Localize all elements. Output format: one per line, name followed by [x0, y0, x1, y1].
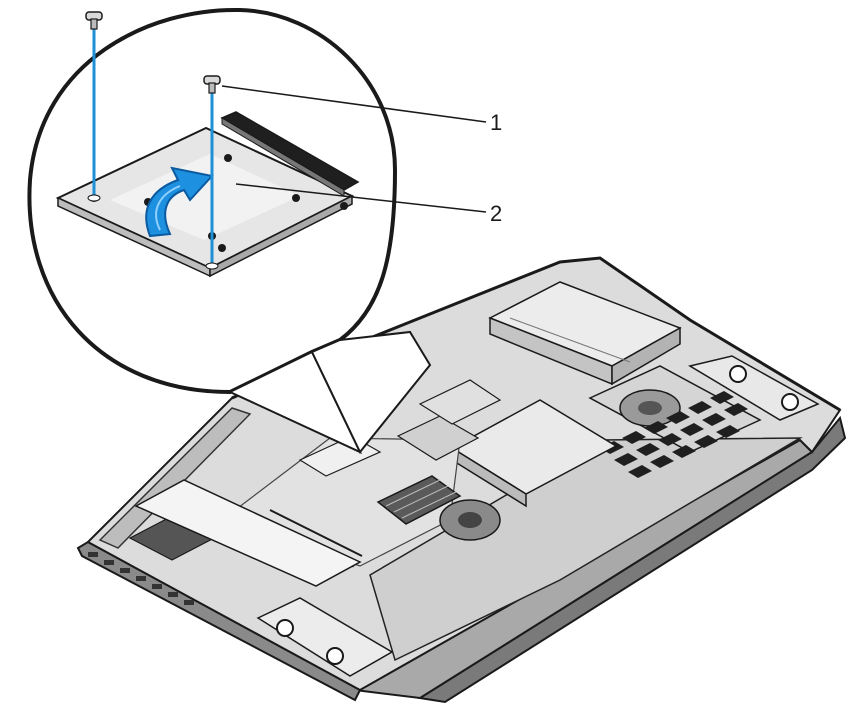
callout-number-1: 1: [490, 110, 503, 135]
card-screw-hole: [340, 202, 348, 210]
base-flap: [134, 479, 362, 587]
screw-guide-lines: [92, 28, 214, 264]
vent-grill: [600, 391, 748, 478]
left-speaker: [256, 597, 394, 677]
card-screw-hole: [224, 154, 232, 162]
leader-line-2: [235, 183, 487, 213]
hard-drive: [450, 399, 618, 508]
optical-drive: [488, 281, 682, 386]
chassis-left-wall: [98, 407, 252, 549]
chassis-front-edge: [76, 540, 362, 702]
screw-icon: [85, 11, 103, 30]
screw-icon: [203, 75, 221, 94]
card-screw-hole: [218, 244, 226, 252]
io-ports: [88, 552, 194, 605]
right-speaker: [688, 355, 820, 421]
card-screw-hole: [292, 194, 300, 202]
screw-seat: [87, 194, 101, 202]
callout-number-2: 2: [490, 201, 503, 226]
screw-seat: [205, 262, 219, 270]
computer-chassis: [76, 256, 847, 704]
leader-line-1: [221, 85, 487, 123]
cooling-fan: [588, 365, 762, 453]
